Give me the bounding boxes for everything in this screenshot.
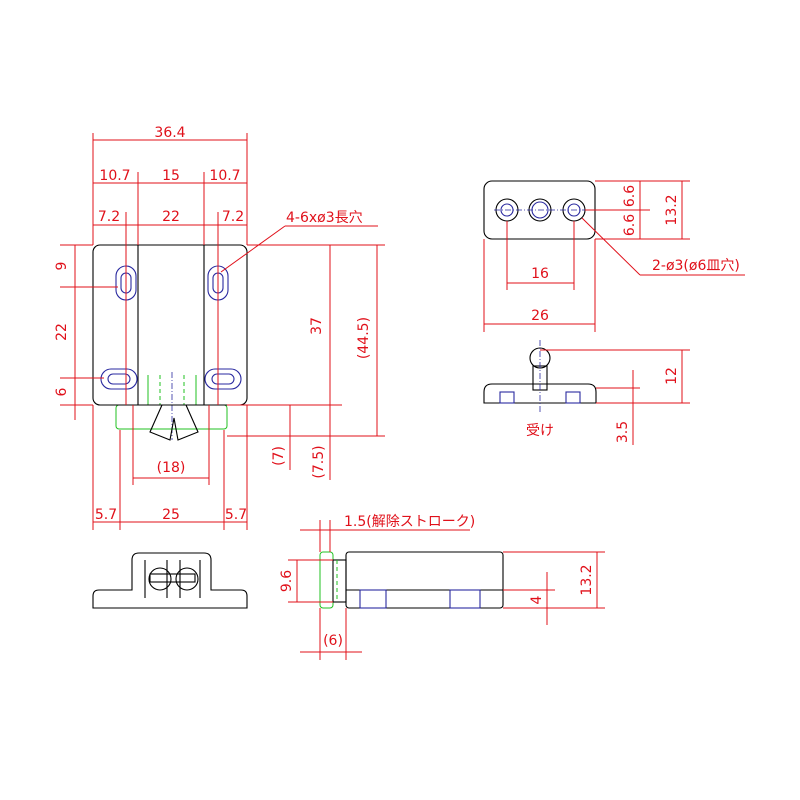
dim-inner-left: 7.2: [98, 209, 120, 225]
dim-side-6: (6): [323, 633, 343, 649]
dim-receiver-13-2: 13.2: [664, 194, 680, 225]
side-screw-recess-right: [449, 589, 481, 609]
dim-spacing-mid: 15: [162, 168, 180, 184]
dim-bottom-left: 5.7: [95, 507, 117, 523]
receiver-label: 受け: [526, 423, 554, 439]
dim-stroke-7: (7): [271, 446, 287, 466]
slot-bottom-right-inner: [211, 373, 235, 385]
side-catch-block: [332, 559, 347, 603]
front-roller-left: [148, 567, 172, 591]
dim-release-stroke: 1.5(解除ストローク): [344, 514, 475, 530]
receiver-countersink-right: [565, 391, 581, 404]
dim-stroke-7-5: (7.5): [311, 445, 327, 478]
front-body-outline: [92, 552, 248, 609]
dim-receiver-hole-note: 2-ø3(ø6皿穴): [652, 258, 740, 274]
side-view-dimensions: 1.5(解除ストローク) 9.6 13.2 4 (6): [279, 514, 605, 660]
dim-side-9-6: 9.6: [279, 570, 295, 592]
leader-line: [581, 217, 641, 276]
slot-bottom-left: [100, 368, 138, 390]
receiver-side-base: [483, 383, 597, 404]
latch-body-outline: [92, 244, 248, 406]
dim-inner-mid: 22: [162, 209, 180, 225]
front-axle: [149, 573, 196, 583]
dim-v-bottom: 6: [54, 387, 70, 396]
dim-height-37: 37: [309, 317, 325, 335]
dim-receiver-6-6-b: 6.6: [622, 214, 638, 236]
receiver-top-dimensions: 6.6 6.6 13.2 16 26 2-ø3(ø6皿穴): [483, 180, 745, 332]
dim-side-13-2: 13.2: [579, 564, 595, 595]
dim-v-mid: 22: [54, 323, 70, 341]
top-view-dimensions: 36.4 10.7 15 10.7 7.2 22 7.2 4-6xø3長穴 9 …: [54, 125, 385, 530]
receiver-side-dimensions: 12 3.5: [540, 349, 690, 445]
latch-hook: [149, 404, 199, 441]
dim-receiver-pitch: 16: [531, 266, 549, 282]
receiver-side-view: 受け: [483, 340, 597, 439]
side-screw-recess-left: [359, 589, 387, 609]
dim-v-top: 9: [54, 262, 70, 271]
dim-spacing-right: 10.7: [209, 168, 240, 184]
front-roller-right: [175, 567, 199, 591]
dim-bottom-right: 5.7: [225, 507, 247, 523]
latch-side-view: [319, 551, 504, 609]
dim-receiver-6-6-a: 6.6: [622, 185, 638, 207]
dim-receiver-width: 26: [531, 308, 549, 324]
slot-bottom-right: [204, 368, 242, 390]
dim-height-44-5: (44.5): [356, 317, 372, 359]
dim-overall-width: 36.4: [154, 125, 185, 141]
dim-slot-note: 4-6xø3長穴: [286, 210, 363, 226]
dim-side-4: 4: [529, 595, 545, 604]
dim-spacing-left: 10.7: [99, 168, 130, 184]
slot-bottom-left-inner: [107, 373, 131, 385]
dim-receiver-base: 3.5: [615, 421, 631, 443]
dim-receiver-height: 12: [664, 367, 680, 385]
receiver-countersink-left: [499, 391, 515, 404]
leader-line: [220, 225, 286, 273]
receiver-top-view: [483, 180, 596, 240]
dim-inner-right: 7.2: [222, 209, 244, 225]
latch-top-view: [92, 244, 248, 441]
latch-front-view: [92, 552, 248, 609]
dim-bottom-mid: 25: [162, 507, 180, 523]
dim-catch-18: (18): [157, 460, 186, 476]
